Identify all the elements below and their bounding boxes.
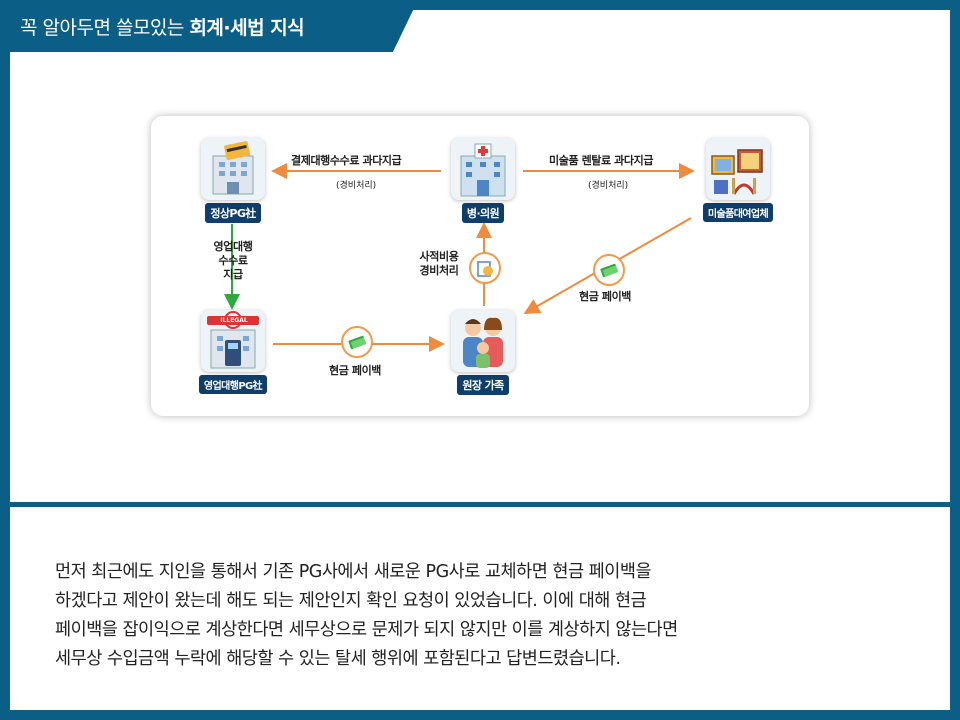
flow-label-private-cost: 사적비용 경비처리 (407, 250, 471, 278)
illegal-badge: ILLEGAL (220, 317, 248, 324)
node-normal-pg: 정상PG社 (193, 138, 273, 223)
node-label-agency-pg: 영업대행PG社 (198, 375, 268, 394)
private-cost-line-1: 사적비용 (419, 250, 459, 263)
receipt-coin-icon (469, 252, 501, 284)
cash-icon-right (593, 254, 625, 286)
node-label-hospital: 병·의원 (461, 203, 505, 223)
title-strong: 회계·세법 지식 (189, 17, 305, 39)
agency-fee-line-2: 수수료 (218, 254, 248, 267)
node-label-art-rental: 미술품대여업체 (702, 203, 774, 222)
page-title: 꼭 알아두면 쓸모있는 회계·세법 지식 (20, 13, 305, 40)
body-line: 세무상 수입금액 누락에 해당할 수 있는 탈세 행위에 포함된다고 답변드렸습… (55, 649, 621, 669)
body-line: 먼저 최근에도 지인을 통해서 기존 PG사에서 새로운 PG사로 교체하면 현… (55, 562, 652, 582)
node-hospital: 병·의원 (443, 138, 523, 223)
header-banner: 꼭 알아두면 쓸모있는 회계·세법 지식 (0, 0, 418, 52)
title-prefix: 꼭 알아두면 쓸모있는 (20, 17, 190, 39)
text-panel (10, 507, 950, 710)
body-paragraph: 먼저 최근에도 지인을 통해서 기존 PG사에서 새로운 PG사로 교체하면 현… (55, 558, 905, 674)
private-cost-line-2: 경비처리 (419, 264, 459, 277)
flow-sub-art-overpay: (경비처리) (588, 181, 629, 191)
hospital-icon (451, 138, 515, 200)
flow-label-art-overpay: 미술품 렌탈료 과다지급 (549, 154, 654, 167)
node-family: 원장 가족 (443, 310, 523, 395)
illegal-building-icon: ILLEGAL (201, 310, 265, 372)
building-card-icon (201, 138, 265, 200)
agency-fee-line-3: 지급 (223, 268, 243, 281)
body-line: 페이백을 잡이익으로 계상한다면 세무상으로 문제가 되지 않지만 이를 계상하… (55, 620, 678, 640)
node-label-normal-pg: 정상PG社 (205, 203, 261, 223)
flow-label-agency-fee: 영업대행 수수료 지급 (205, 240, 261, 282)
diagram-card: 정상PG社 병·의원 (151, 116, 809, 416)
art-gallery-icon (706, 138, 770, 200)
body-line: 하겠다고 제안이 왔는데 해도 되는 제안인지 확인 요청이 있었습니다. 이에… (55, 591, 647, 611)
flow-label-cash-payback-bottom: 현금 페이백 (329, 364, 382, 377)
node-agency-pg: ILLEGAL 영업대행PG社 (193, 310, 273, 394)
cash-icon-bottom (341, 326, 373, 358)
flow-sub-fee-overpay: (경비처리) (336, 181, 377, 191)
family-icon (451, 310, 515, 372)
agency-fee-line-1: 영업대행 (213, 240, 253, 253)
flow-label-fee-overpay: 결제대행수수료 과다지급 (291, 154, 402, 167)
node-art-rental: 미술품대여업체 (693, 138, 783, 222)
node-label-family: 원장 가족 (457, 375, 509, 395)
flow-label-cash-payback-right: 현금 페이백 (579, 290, 632, 303)
